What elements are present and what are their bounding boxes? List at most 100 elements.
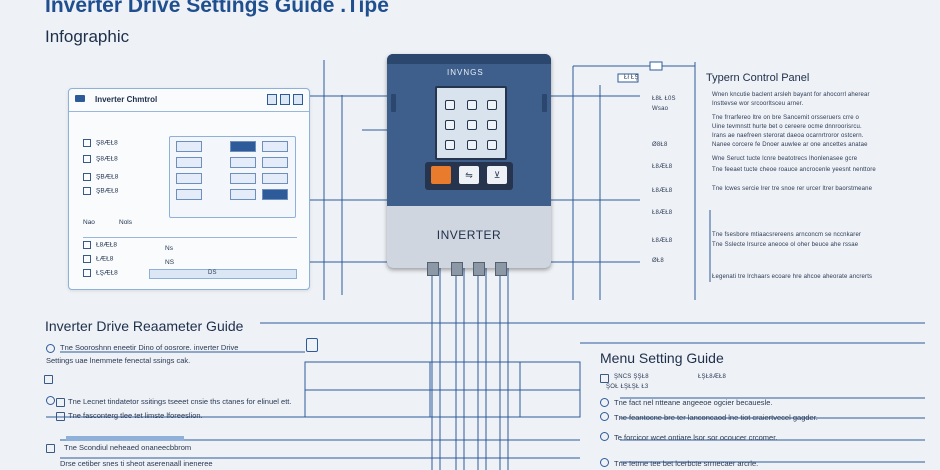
close-button[interactable] <box>293 94 303 105</box>
screen-icon <box>445 100 455 110</box>
grid-cell[interactable] <box>262 157 288 168</box>
menu-tag: ŞOŁ ŁŞŁŞŁ Ł3 <box>606 384 649 390</box>
device-mount <box>542 94 547 112</box>
side-label: Ł8ÆŁ8 <box>652 238 673 244</box>
param-item: Tne Lecnet tindatetor ssitings tseeet cn… <box>68 397 292 406</box>
right-heading: Typern Control Panel <box>706 72 810 84</box>
device-mount <box>391 94 396 112</box>
grid-cell[interactable] <box>262 141 288 152</box>
panel-window-buttons <box>267 94 303 105</box>
device-top <box>387 54 551 64</box>
checkbox-icon <box>83 139 91 147</box>
device-label: INVERTER <box>436 228 502 242</box>
bullet-icon <box>600 412 609 421</box>
bullet-icon <box>600 398 609 407</box>
grid-cell-selected[interactable] <box>230 141 256 152</box>
checkbox-icon <box>83 173 91 181</box>
grid-cell[interactable] <box>176 157 202 168</box>
description-line: Wnen kncutie baclent arsleh bayant for a… <box>712 92 870 98</box>
list-item[interactable]: Ł8ÆŁ8 <box>83 241 117 249</box>
description-line: Tne Sslecte lrsurce aneoce ol oher beuce… <box>712 242 859 248</box>
device-brand: INVNGS <box>447 68 484 77</box>
intro-line: Tne Sooroshnn eneetir Dino of oosrore. i… <box>60 343 239 352</box>
list-icon <box>600 374 609 383</box>
page-subtitle: Infographic <box>45 27 130 46</box>
screen-icon <box>445 140 455 150</box>
description-line: Tne frrarfereo ltre on bre Sancemit orss… <box>712 115 860 121</box>
menu-tag: ŞNCS ŞŞŁ8 <box>614 374 649 380</box>
screen-icon <box>467 140 477 150</box>
description-line: Tne feeaet tucte cheoe roauce ancrocenle… <box>712 167 876 173</box>
list-item[interactable]: Ş8ÆŁ8 <box>83 155 118 163</box>
grid-cell[interactable] <box>176 173 202 184</box>
screen-icon <box>445 120 455 130</box>
grid-cell[interactable] <box>230 157 256 168</box>
menu-item: Tne Ietrne tee bet lcerbcte srrnecaer ar… <box>614 459 759 468</box>
side-label: ØŁ8 <box>652 258 664 264</box>
list-item[interactable]: Ş8ÆŁ8 <box>83 139 118 147</box>
list-item[interactable]: ŞBÆŁ8 <box>83 187 118 195</box>
description-line: Insttevse wor srcoorltsceu arner. <box>712 101 804 107</box>
checkbox-icon <box>83 255 91 263</box>
value-label: Ns <box>165 245 173 252</box>
progress-label: DS <box>208 270 217 276</box>
side-label: Wsao <box>652 106 669 112</box>
side-label: Ł8ÆŁ8 <box>652 210 673 216</box>
settings-grid <box>169 136 296 218</box>
footer-line: Drse cetiber snes ti sheot aserenaall in… <box>60 459 213 468</box>
terminal-block <box>473 262 485 276</box>
panel-header: Inverter Chmtrol <box>69 89 309 112</box>
terminal-block <box>495 262 507 276</box>
device-screen <box>435 86 507 160</box>
screen-icon <box>487 140 497 150</box>
screen-icon <box>487 100 497 110</box>
run-key[interactable] <box>431 166 451 184</box>
list-icon <box>56 398 65 407</box>
enter-key[interactable]: ⊻ <box>487 166 507 184</box>
maximize-button[interactable] <box>280 94 290 105</box>
menu-tag: ŁŞŁ8ÆŁ8 <box>698 374 727 380</box>
window-icon <box>75 95 85 102</box>
column-label: Nao <box>83 219 95 226</box>
screen-icon <box>467 100 477 110</box>
description-line: Irans ae naefreen sterorat daeoa ocarnrt… <box>712 133 864 139</box>
side-label: Ł8Ł Ł0S <box>652 96 676 102</box>
checkbox-icon <box>83 187 91 195</box>
bullet-icon <box>600 458 609 467</box>
grid-cell[interactable] <box>230 173 256 184</box>
description-line: Tne fsesbore mtiaacsrereens arnconcm se … <box>712 232 862 238</box>
menu-guide-heading: Menu Setting Guide <box>600 350 724 366</box>
grid-cell[interactable] <box>230 189 256 200</box>
terminal-block <box>451 262 463 276</box>
intro-line: Settings uae lnemmete fenectal ssings ca… <box>46 356 191 365</box>
side-label: Ø8Ł8 <box>652 142 668 148</box>
device-keypad: ⇋ ⊻ <box>425 162 513 190</box>
list-item[interactable]: ŁŞÆŁ8 <box>83 269 118 277</box>
list-icon <box>44 375 53 384</box>
bottom-list <box>83 237 297 280</box>
description-line: Nanee corcere fe Dnoer auwlee ar one anc… <box>712 142 868 148</box>
grid-cell-selected[interactable] <box>262 189 288 200</box>
mode-key[interactable]: ⇋ <box>459 166 479 184</box>
document-icon <box>306 338 318 352</box>
panel-title: Inverter Chmtrol <box>95 95 158 104</box>
device-label-plate: INVERTER <box>387 206 551 268</box>
list-item[interactable]: ŁÆŁ8 <box>83 255 113 263</box>
grid-cell[interactable] <box>262 173 288 184</box>
menu-item: Te forcicor wcet ontiare lsor sor ocouce… <box>614 433 778 442</box>
bullet-icon <box>600 432 609 441</box>
screen-icon <box>487 120 497 130</box>
highlight-bar <box>66 436 184 441</box>
footer-line: Tne Scondiul neheaed onaneecbbrom <box>64 443 192 452</box>
progress-bar: DS <box>149 269 297 279</box>
column-label: Nols <box>119 219 133 226</box>
grid-cell[interactable] <box>176 141 202 152</box>
checkbox-icon <box>83 269 91 277</box>
minimize-button[interactable] <box>267 94 277 105</box>
grid-cell[interactable] <box>176 189 202 200</box>
bullet-icon <box>46 396 55 405</box>
list-icon <box>46 444 55 453</box>
description-line: Uine tevmnstt hurte bet o cereere ocme d… <box>712 124 862 130</box>
list-item[interactable]: ŞBÆŁ8 <box>83 173 118 181</box>
value-label: NS <box>165 259 175 266</box>
